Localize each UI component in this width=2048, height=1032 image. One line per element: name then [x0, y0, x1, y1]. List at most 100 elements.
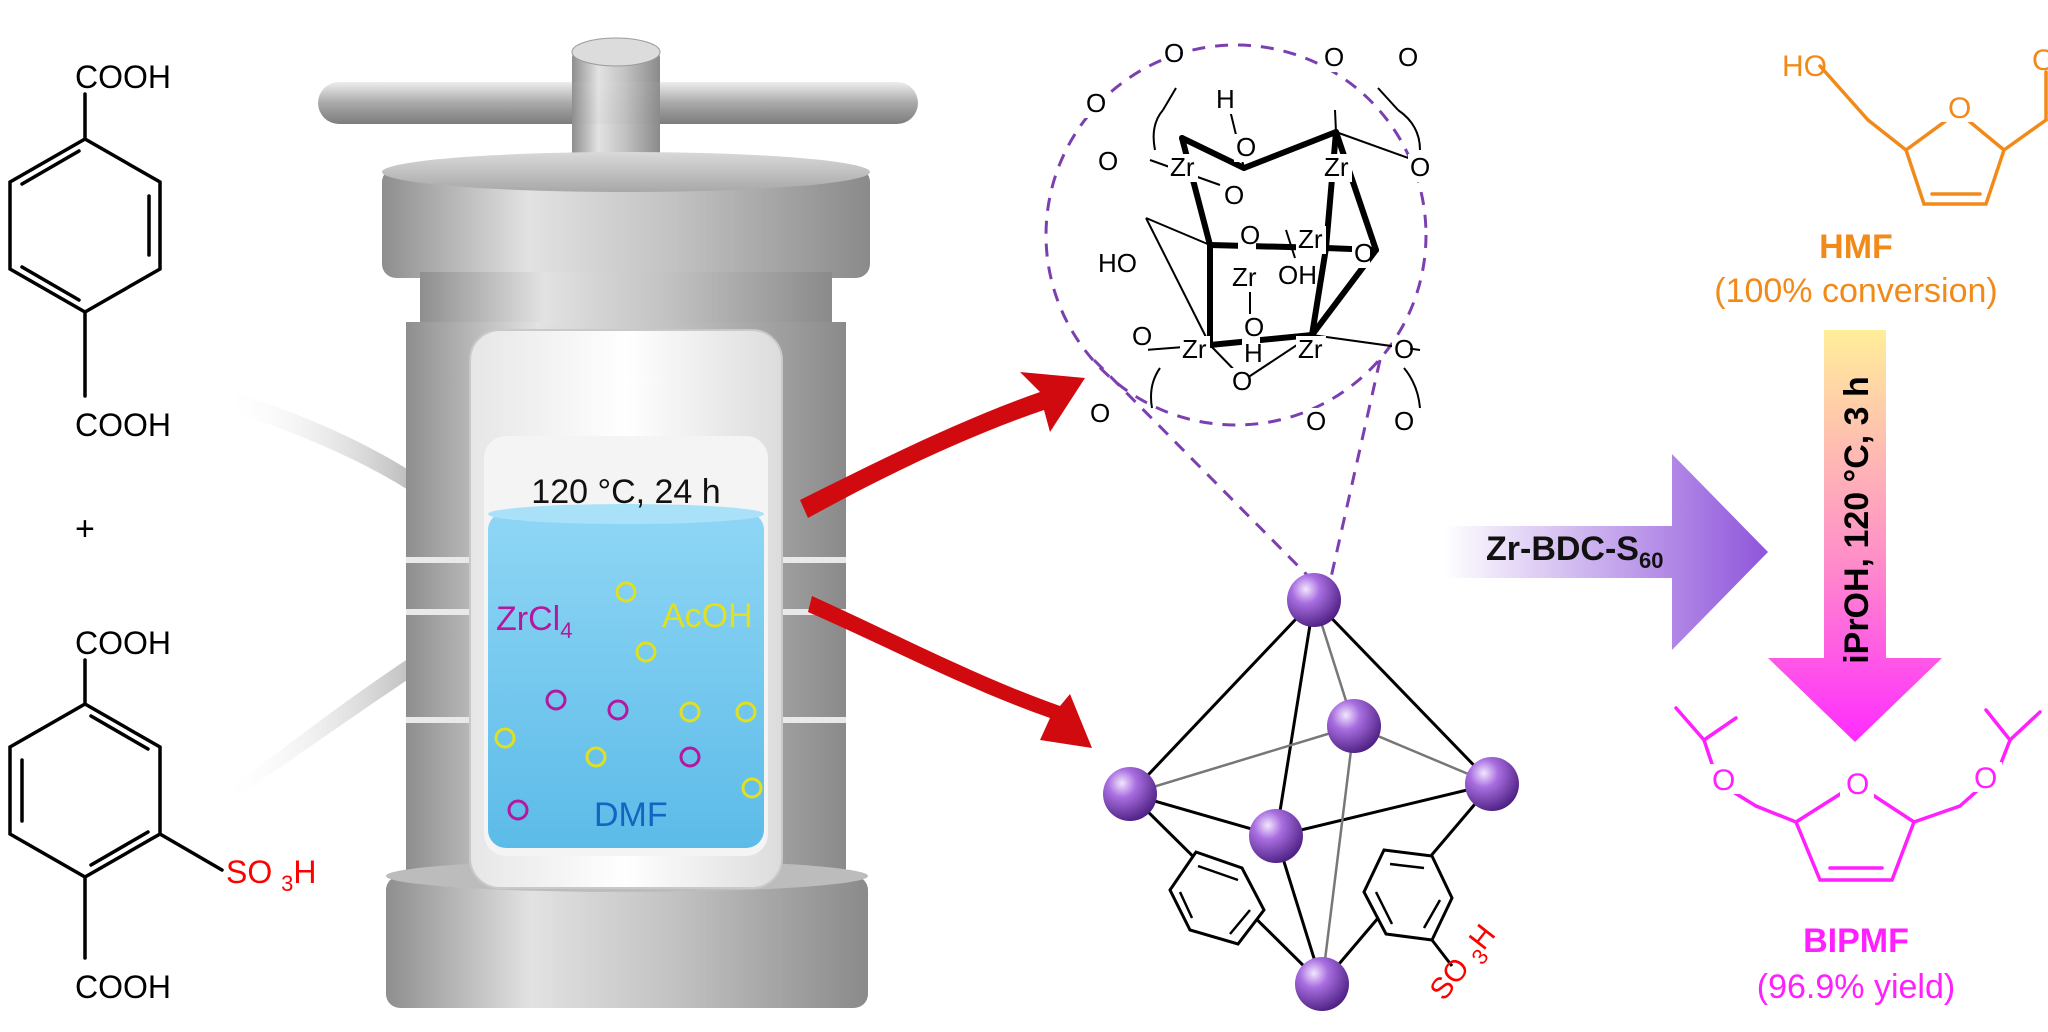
atom-label-bg [1296, 226, 1326, 254]
sbdc-top-cooh: COOH [75, 625, 171, 661]
atom-label: O [1354, 238, 1374, 268]
autoclave [318, 37, 918, 1008]
atom-label: O [1232, 366, 1252, 396]
atom-label-bg [1084, 90, 1102, 118]
hmf-ring-o: O [1948, 92, 1971, 125]
product-arrows [800, 372, 1092, 748]
acoh-particle [615, 581, 637, 603]
atom-label-bg [1230, 368, 1248, 396]
bipmf-yield: (96.9% yield) [1757, 968, 1955, 1006]
atom-label-bg [1222, 182, 1240, 210]
sbdc-sulfonic-group: SO 3H [226, 854, 316, 896]
atom-label: O [1410, 152, 1430, 182]
atom-label-bg [1238, 222, 1256, 250]
bipmf-ether-o-right: O [1974, 762, 1997, 795]
atom-label-bg [1180, 336, 1210, 364]
reaction-conditions: iPrOH, 120 °C, 3 h [1838, 376, 1876, 664]
atom-label: Zr [1298, 224, 1323, 254]
atom-label-bg [1322, 154, 1352, 182]
acoh-particle [735, 701, 757, 723]
atom-label-bg [1392, 408, 1410, 436]
sulfoterephthalic-acid: COOH COOH SO 3H [8, 625, 316, 1005]
atom-label-bg [1162, 40, 1180, 68]
atom-label: Zr [1298, 334, 1323, 364]
acoh-label: AcOH [662, 597, 753, 635]
atom-label: O [1324, 42, 1344, 72]
atom-label-bg [1396, 44, 1414, 72]
zr-node-sphere [1295, 957, 1349, 1011]
zr-node-sphere [1103, 767, 1157, 821]
zr-node-sphere [1327, 699, 1381, 753]
atom-label: O [1398, 42, 1418, 72]
atom-label-bg [1242, 314, 1260, 342]
atom-label: O [1090, 398, 1110, 428]
mof-sulfonic-text: SO [1424, 952, 1477, 1006]
zr-node-sphere [1465, 757, 1519, 811]
atom-label-bg [1234, 134, 1252, 162]
atom-label-bg [1168, 154, 1198, 182]
autoclave-conditions: 120 °C, 24 h [531, 473, 720, 511]
sulfonic-subscript: 3 [281, 871, 293, 896]
hmf-label: HMF [1819, 228, 1893, 266]
acoh-particle [494, 727, 516, 749]
plus-sign: + [75, 510, 95, 548]
atom-label-bg [1408, 154, 1426, 182]
atom-label-bg [1096, 148, 1114, 176]
atom-label: O [1164, 38, 1184, 68]
atom-label-bg [1276, 262, 1306, 290]
atom-label-bg [1352, 240, 1370, 268]
atom-label-bg [1214, 86, 1232, 114]
atom-label-bg [1392, 336, 1410, 364]
catalyst-label: Zr-BDC-S60 [1486, 530, 1663, 573]
atom-label-bg [1304, 408, 1322, 436]
hmf-oh: HO [1782, 50, 1827, 83]
atom-label-bg [1230, 264, 1260, 292]
atom-label-bg [1096, 250, 1126, 278]
zoom-line-left [1092, 358, 1316, 584]
atom-label: O [1306, 406, 1326, 436]
atom-label-bg [1296, 336, 1326, 364]
acoh-particle [741, 777, 763, 799]
atom-label: Zr [1170, 152, 1195, 182]
acoh-particle [585, 746, 607, 768]
zr-node-sphere [1249, 809, 1303, 863]
atom-label: O [1086, 88, 1106, 118]
atom-label: O [1236, 132, 1256, 162]
sulfonic-tail: H [293, 854, 316, 890]
cluster-zoom-bubble [1044, 43, 1428, 427]
atom-label: O [1240, 220, 1260, 250]
mof-octahedron [1128, 598, 1494, 986]
atom-label: OH [1278, 260, 1317, 290]
zrcl4-particle [545, 689, 567, 711]
hmf-molecule [1818, 64, 2048, 206]
hmf-aldehyde-o: O [2032, 44, 2048, 77]
conditions-arrow [1768, 330, 1942, 742]
hmf-conversion: (100% conversion) [1714, 272, 1997, 310]
catalyst-arrow [1444, 454, 1768, 650]
zrcl4-particle [507, 799, 529, 821]
atom-label-bg [1130, 323, 1148, 351]
atom-label: Zr [1182, 334, 1207, 364]
atom-label-bg [1088, 400, 1106, 428]
zrcl4-label: ZrCl4 [496, 600, 572, 643]
bipmf-ring-o: O [1846, 768, 1869, 801]
atom-label: O [1132, 321, 1152, 351]
atom-label: H [1244, 338, 1263, 368]
atom-label: O [1098, 146, 1118, 176]
atom-label: Zr [1232, 262, 1257, 292]
reagent-particles [494, 581, 763, 821]
sbdc-bottom-cooh: COOH [75, 969, 171, 1005]
acoh-particle [635, 641, 657, 663]
zr-node-sphere [1287, 573, 1341, 627]
atom-label: H [1216, 84, 1235, 114]
sulfonic-group-text: SO [226, 854, 272, 890]
zrcl4-particle [679, 746, 701, 768]
atom-label: Zr [1324, 152, 1349, 182]
zrcl4-particle [607, 699, 629, 721]
terephthalic-acid: COOH COOH [8, 59, 171, 443]
atom-label: O [1244, 312, 1264, 342]
atom-label-bg [1242, 340, 1260, 368]
bipmf-label: BIPMF [1803, 922, 1909, 960]
